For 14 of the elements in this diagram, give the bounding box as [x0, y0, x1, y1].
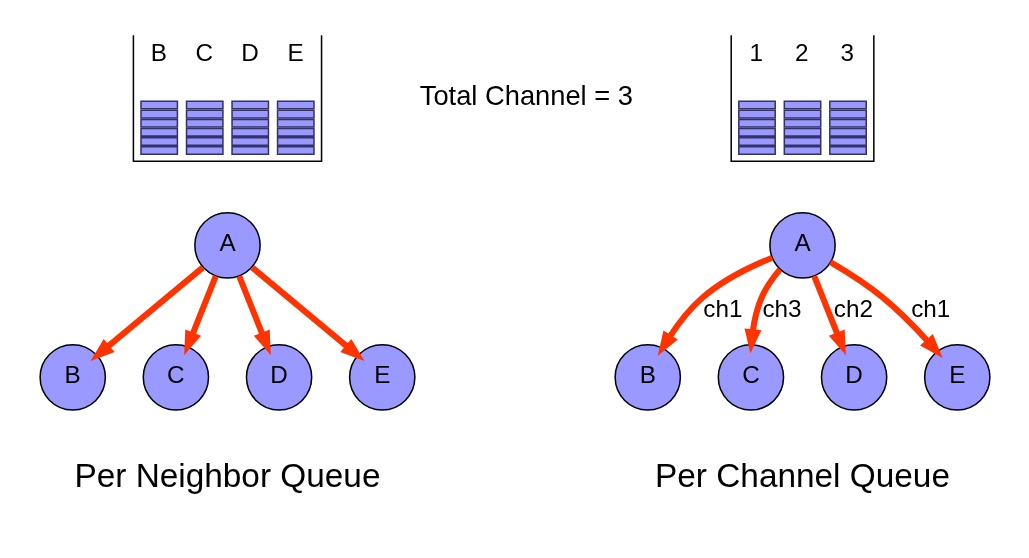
label: 1	[748, 38, 763, 66]
label: B	[150, 38, 167, 66]
label: Total Channel = 3	[419, 79, 633, 111]
edge-label: ch1	[910, 294, 950, 322]
label: D	[240, 38, 259, 66]
edge-label: ch2	[833, 294, 873, 322]
edge-label: ch1	[702, 294, 742, 322]
label: 3	[839, 38, 854, 66]
label: C	[195, 38, 213, 66]
label: Per Neighbor Queue	[73, 456, 380, 494]
label: 2	[794, 38, 808, 66]
edge-label: ch3	[761, 294, 802, 322]
label: E	[286, 38, 304, 66]
label: Per Channel Queue	[654, 456, 950, 494]
